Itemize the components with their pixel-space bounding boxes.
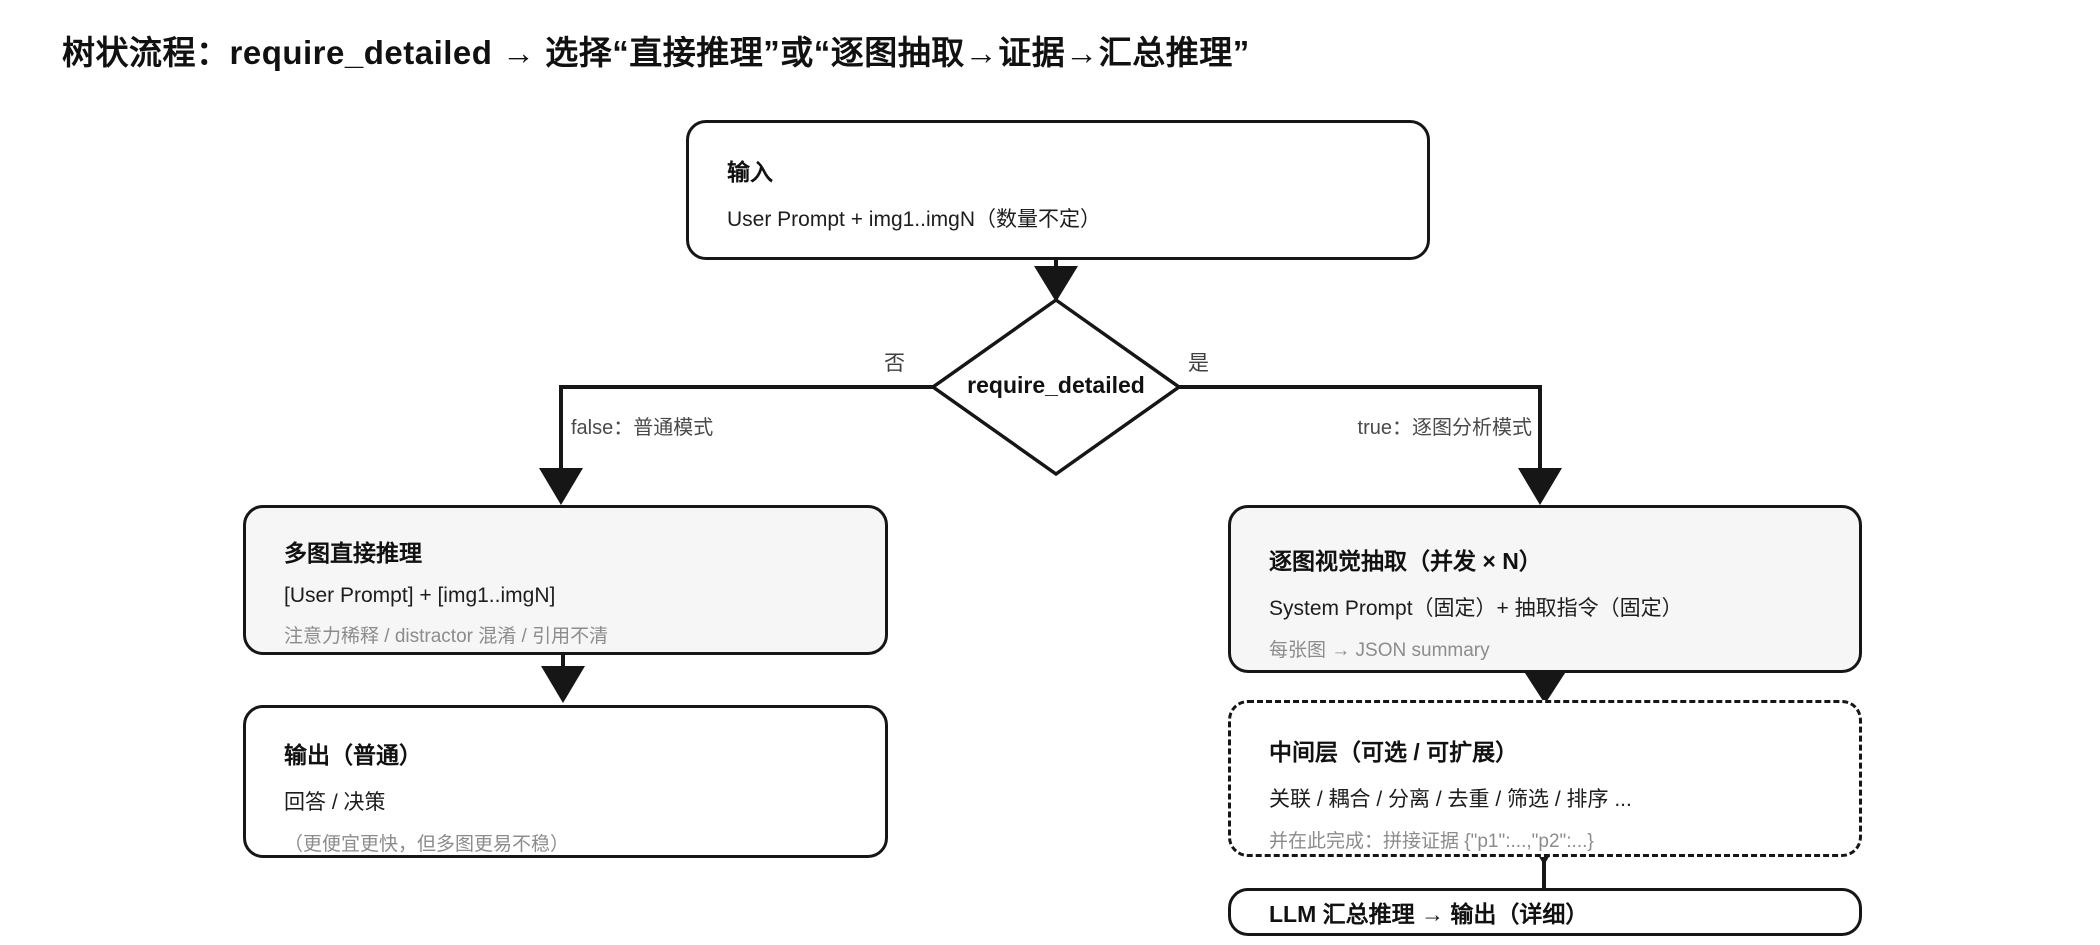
node-middle-layer-title: 中间层（可选 / 可扩展） [1269,739,1519,765]
node-visual-extract-title: 逐图视觉抽取（并发 × N） [1269,548,1542,574]
node-input-title: 输入 [727,159,773,185]
node-visual-extract: 逐图视觉抽取（并发 × N） System Prompt（固定）+ 抽取指令（固… [1228,505,1862,673]
node-output-normal-title: 输出（普通） [284,742,422,768]
node-output-normal: 输出（普通） 回答 / 决策 （更便宜更快，但多图更易不稳） [243,705,888,858]
node-llm-summary: LLM 汇总推理 → 输出（详细） [1228,888,1862,936]
node-direct-line2: 注意力稀释 / distractor 混淆 / 引用不清 [284,626,609,647]
false-branch-label: false：普通模式 [571,417,714,439]
edge-false-branch [559,385,933,470]
node-middle-layer: 中间层（可选 / 可扩展） 关联 / 耦合 / 分离 / 去重 / 筛选 / 排… [1228,700,1862,857]
node-input-line1: User Prompt + img1..imgN（数量不定） [727,208,1101,231]
decision-no-label: 否 [884,352,905,375]
arrowhead-false-branch [539,468,583,505]
decision-label: require_detailed [967,372,1145,398]
node-llm-summary-title: LLM 汇总推理 → 输出（详细） [1269,901,1589,927]
arrowhead-direct-to-output [541,666,585,703]
arrowhead-extract-to-middle [1523,670,1567,704]
node-input: 输入 User Prompt + img1..imgN（数量不定） [686,120,1430,260]
node-direct-title: 多图直接推理 [284,540,422,566]
node-middle-layer-line2: 并在此完成：拼接证据 {"p1":...,"p2":...} [1269,831,1594,852]
node-visual-extract-line2: 每张图 → JSON summary [1269,640,1490,661]
node-visual-extract-line1: System Prompt（固定）+ 抽取指令（固定） [1269,597,1683,620]
node-output-normal-line2: （更便宜更快，但多图更易不稳） [284,834,570,855]
edge-true-branch [1179,385,1542,470]
node-output-normal-line1: 回答 / 决策 [284,791,386,814]
arrowhead-input-to-decision [1034,266,1078,302]
decision-diamond [929,297,1183,477]
node-direct-inference: 多图直接推理 [User Prompt] + [img1..imgN] 注意力稀… [243,505,888,655]
decision-yes-label: 是 [1188,352,1209,375]
true-branch-label: true：逐图分析模式 [1357,417,1532,439]
node-direct-line1: [User Prompt] + [img1..imgN] [284,584,556,607]
arrowhead-true-branch [1518,468,1562,505]
node-middle-layer-line1: 关联 / 耦合 / 分离 / 去重 / 筛选 / 排序 ... [1269,788,1632,811]
page-title: 树状流程：require_detailed → 选择“直接推理”或“逐图抽取→证… [62,34,1250,71]
